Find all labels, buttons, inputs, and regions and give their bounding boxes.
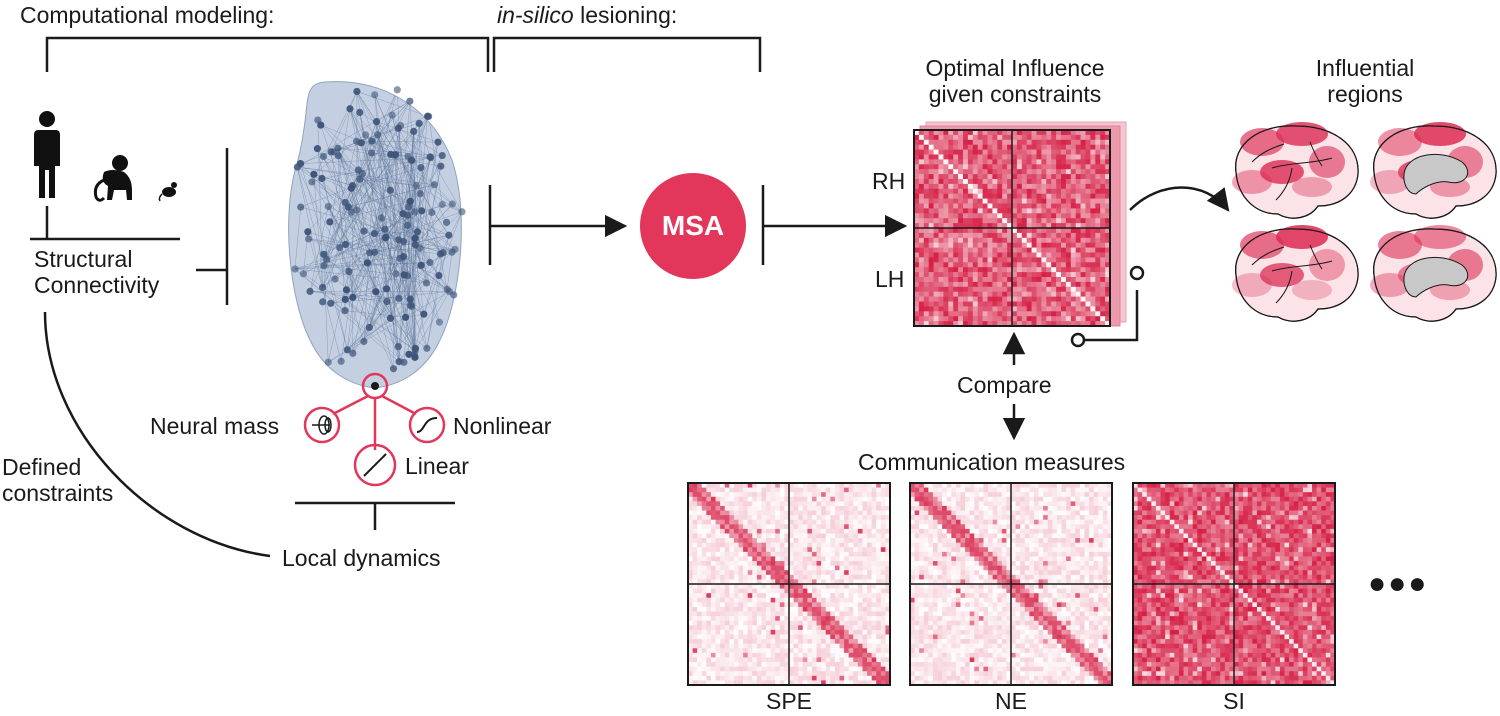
optimal-influence-label: Optimal Influence given constraints — [925, 55, 1105, 108]
neural-mass-label: Neural mass — [150, 413, 280, 439]
structural-connectivity-label: Structural Connectivity — [34, 246, 160, 299]
mouse-icon — [158, 182, 177, 202]
matrix-label-spe: SPE — [765, 688, 813, 714]
lesioning-bracket — [492, 36, 762, 72]
lesioning-title: in-silico lesioning: — [497, 2, 677, 28]
compare-label: Compare — [957, 372, 1052, 398]
lesioning-italic: in-silico — [497, 2, 574, 28]
optimal-influence-matrix-stack — [913, 121, 1127, 327]
matrix-label-si: SI — [1223, 688, 1245, 714]
influential-regions-label: Influential regions — [1315, 55, 1415, 108]
brain-surface-icon — [1232, 122, 1497, 322]
neural-mass-glyph-icon — [312, 415, 332, 435]
lh-label: LH — [875, 266, 905, 292]
lesion-connectors — [488, 185, 908, 265]
monkey-icon — [93, 155, 132, 202]
matrix-label-ne: NE — [995, 688, 1027, 714]
computational-modeling-title: Computational modeling: — [20, 2, 275, 28]
loop-arrow — [1070, 265, 1145, 348]
human-icon — [34, 111, 60, 198]
nonlinear-glyph-icon — [416, 417, 438, 433]
defined-constraints-label: Defined constraints — [2, 454, 114, 507]
matrix-ne — [909, 482, 1113, 686]
communication-measures-label: Communication measures — [858, 449, 1126, 475]
ellipsis-dots: ●●● — [1368, 567, 1429, 600]
to-regions-arrow — [1129, 186, 1230, 212]
msa-label: MSA — [661, 210, 725, 241]
local-dynamics-tree — [303, 372, 446, 487]
local-dynamics-label: Local dynamics — [282, 545, 441, 571]
matrix-si — [1132, 482, 1336, 686]
brain-network-icon — [288, 81, 466, 389]
nonlinear-label: Nonlinear — [453, 413, 552, 439]
local-dynamics-bracket — [295, 501, 455, 530]
computational-modeling-bracket — [45, 36, 490, 72]
linear-label: Linear — [405, 453, 469, 479]
msa-circle — [640, 173, 746, 279]
matrix-spe — [687, 482, 891, 686]
communication-matrices — [687, 482, 1336, 686]
connectivity-lines — [30, 148, 271, 558]
linear-glyph-icon — [363, 453, 387, 477]
lesioning-rest: lesioning: — [573, 2, 678, 28]
rh-label: RH — [872, 168, 906, 194]
